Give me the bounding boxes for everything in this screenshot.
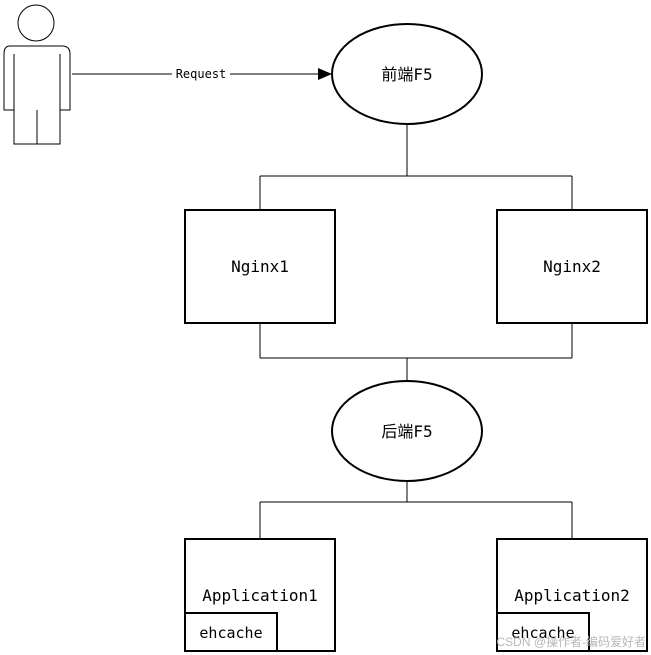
backend-f5-node: 后端F5 xyxy=(331,380,483,482)
application2-node: Application2 ehcache xyxy=(496,538,648,652)
backend-to-app-connectors xyxy=(259,481,573,539)
frontend-to-nginx-connectors xyxy=(259,124,573,210)
nginx-to-backend-connectors xyxy=(259,323,573,381)
nginx1-node: Nginx1 xyxy=(184,209,336,324)
request-label: Request xyxy=(176,67,227,81)
watermark-text: CSDN @操作者-编码爱好者 xyxy=(496,634,646,649)
nginx1-label: Nginx1 xyxy=(231,257,289,276)
nginx2-label: Nginx2 xyxy=(543,257,601,276)
application1-node: Application1 ehcache xyxy=(184,538,336,652)
backend-f5-label: 后端F5 xyxy=(381,422,432,441)
application2-label: Application2 xyxy=(514,586,630,605)
frontend-f5-node: 前端F5 xyxy=(331,23,483,125)
frontend-f5-label: 前端F5 xyxy=(381,65,432,84)
user-actor-icon xyxy=(3,4,71,145)
ehcache1-label: ehcache xyxy=(199,624,262,642)
application1-label: Application1 xyxy=(202,586,318,605)
nginx2-node: Nginx2 xyxy=(496,209,648,324)
ehcache2-label: ehcache xyxy=(511,624,574,642)
request-arrow: Request xyxy=(72,66,332,82)
